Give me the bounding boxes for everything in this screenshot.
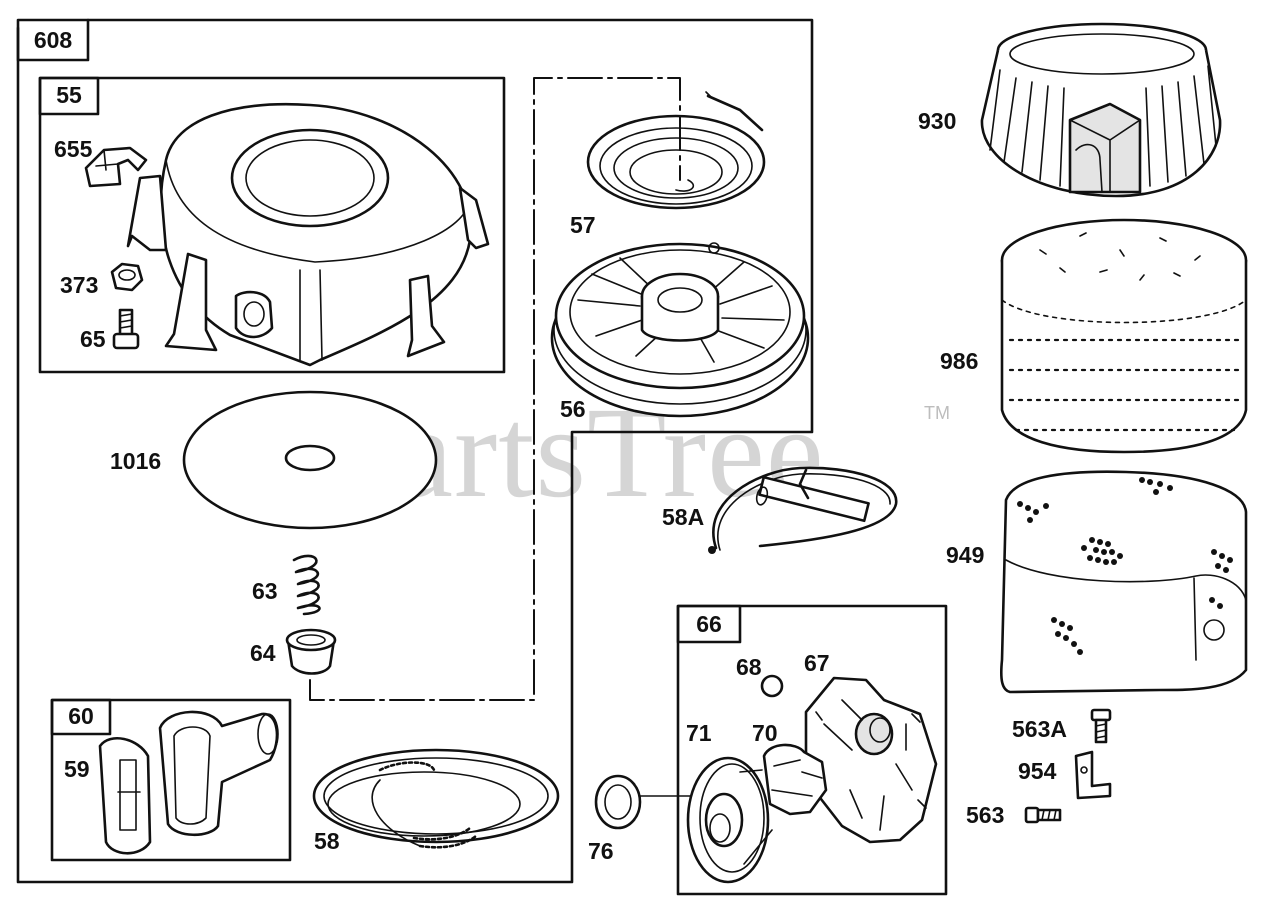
rope-58: [312, 748, 560, 849]
part-label-373[interactable]: 373: [60, 272, 99, 298]
part-label-563[interactable]: 563: [966, 802, 1005, 828]
bracket-954: [1074, 750, 1112, 800]
part-label-67[interactable]: 67: [804, 650, 830, 676]
cup-67: [804, 676, 938, 844]
part-label-70[interactable]: 70: [752, 720, 778, 746]
trademark-mark: TM: [924, 403, 950, 423]
part-label-58[interactable]: 58: [314, 828, 340, 854]
cover-949: [999, 470, 1248, 694]
seal-76: [594, 774, 701, 830]
washer-1016: [182, 390, 438, 530]
part-label-56[interactable]: 56: [560, 396, 586, 422]
assembly-leader-line: [309, 77, 681, 701]
pulley-56: [550, 242, 810, 418]
part-label-930[interactable]: 930: [918, 108, 957, 134]
part-label-1016[interactable]: 1016: [110, 448, 162, 474]
group-55-tag: 55: [56, 82, 82, 108]
group-60-tag: 60: [68, 703, 94, 729]
spring-63: [292, 554, 321, 616]
ball-68: [760, 674, 784, 698]
part-label-954[interactable]: 954: [1018, 758, 1057, 784]
group-66-tag: 66: [696, 611, 722, 637]
part-label-59[interactable]: 59: [64, 756, 90, 782]
part-label-63[interactable]: 63: [252, 578, 278, 604]
part-label-64[interactable]: 64: [250, 640, 276, 666]
screw-563a: [1090, 708, 1112, 744]
retainer-64: [285, 628, 337, 675]
group-60-outline: [50, 698, 292, 862]
ratchet-70: [762, 743, 828, 816]
group-66-outline: [676, 604, 948, 896]
ring-930: [980, 22, 1222, 198]
group-608-outline: [16, 18, 814, 884]
part-label-68[interactable]: 68: [736, 654, 762, 680]
foam-filter-986: [1000, 218, 1248, 454]
part-label-76[interactable]: 76: [588, 838, 614, 864]
part-label-986[interactable]: 986: [940, 348, 979, 374]
recoil-spring-57: [586, 91, 766, 210]
pulley-71: [686, 756, 773, 884]
group-55-outline: [38, 76, 506, 374]
starter-handle-60: [98, 710, 279, 855]
part-label-949[interactable]: 949: [946, 542, 985, 568]
cover-perforation-pattern: [1017, 477, 1233, 655]
part-label-65[interactable]: 65: [80, 326, 106, 352]
part-label-71[interactable]: 71: [686, 720, 712, 746]
part-label-655[interactable]: 655: [54, 136, 93, 162]
group-608-tag: 608: [33, 27, 73, 53]
screw-65: [112, 308, 140, 350]
blower-housing-55: [126, 103, 490, 367]
part-label-58a[interactable]: 58A: [662, 504, 705, 530]
screw-563: [1024, 806, 1062, 824]
rope-58a: [708, 466, 898, 554]
part-label-57[interactable]: 57: [570, 212, 596, 238]
clip-655: [84, 146, 148, 188]
part-label-563a[interactable]: 563A: [1012, 716, 1067, 742]
nut-373: [110, 262, 144, 292]
